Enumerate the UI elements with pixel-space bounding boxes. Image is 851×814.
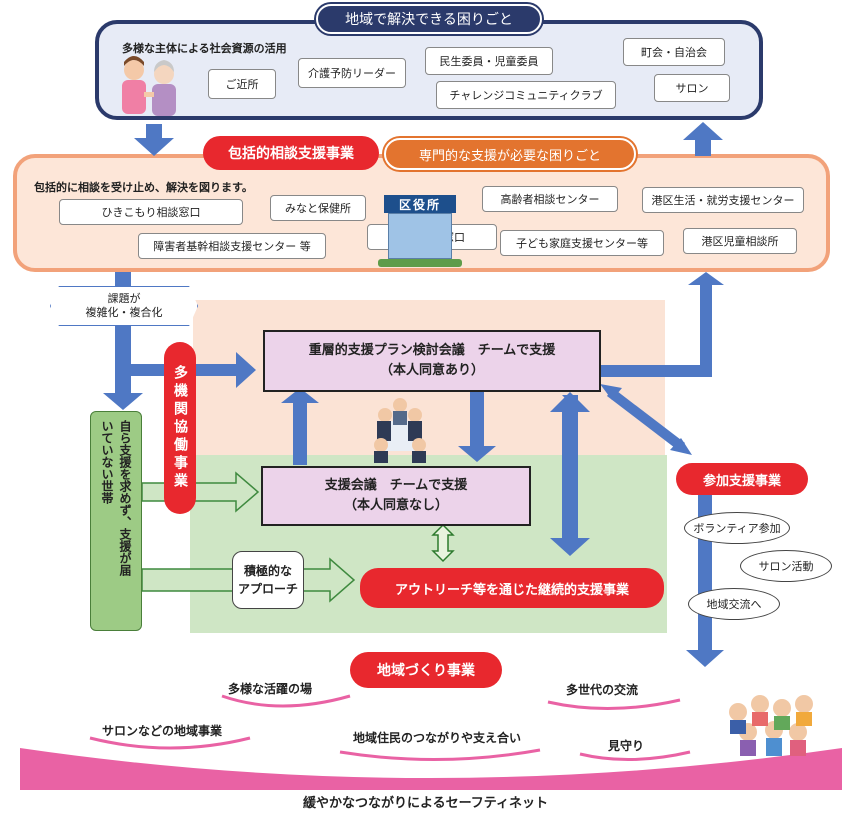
support-meeting: 支援会議 チームで支援 （本人同意なし） [261, 466, 531, 526]
outreach-continuous-support-badge: アウトリーチ等を通じた継続的支援事業 [360, 568, 664, 608]
active-approach-line2: アプローチ [237, 582, 298, 596]
community-development-title: 地域づくり事業 [377, 663, 475, 679]
service-disability-core-center: 障害者基幹相談支援センター 等 [138, 233, 326, 259]
resource-care-prevention-leader: 介護予防リーダー [298, 58, 406, 88]
community-intergenerational-exchange: 多世代の交流 [566, 683, 639, 697]
caregiver-elderly-illustration [122, 56, 176, 116]
middle-panel-subtitle: 包括的に相談を受け止め、解決を図ります。 [34, 181, 253, 194]
active-approach-line1: 積極的な [243, 564, 292, 578]
multi-agency-collaboration-badge: 多機関協働事業 [164, 342, 196, 514]
support-meeting-line1: 支援会議 チームで支援 [324, 478, 468, 493]
comprehensive-consultation-label: 包括的相談支援事業 [228, 146, 354, 162]
community-resident-bonds: 地域住民のつながりや支え合い [353, 731, 522, 745]
participation-salon-activity: サロン活動 [740, 550, 832, 582]
plan-meeting-line1: 重層的支援プラン検討会議 チームで支援 [308, 343, 556, 358]
community-salon-local-projects: サロンなどの地域事業 [102, 724, 223, 738]
service-elderly-consultation-center: 高齢者相談センター [482, 186, 618, 212]
service-child-family-support-center: 子ども家庭支援センター等 [500, 230, 664, 256]
participation-title: 参加支援事業 [702, 473, 781, 489]
unsupported-households-box: 自ら支援を求めず、支援が届 いていない世帯 [90, 411, 142, 631]
crowd-illustration [729, 695, 813, 756]
comprehensive-consultation-badge: 包括的相談支援事業 [203, 136, 379, 170]
community-diverse-roles: 多様な活躍の場 [228, 682, 313, 696]
top-panel-title-text: 地域で解決できる困りごと [345, 12, 513, 28]
resource-neighborhood-association: 町会・自治会 [623, 38, 725, 66]
unsupported-households-col2: いていない世帯 [100, 420, 114, 504]
specialized-support-badge: 専門的な支援が必要な困りごと [384, 138, 636, 170]
community-development-badge: 地域づくり事業 [350, 652, 502, 688]
outreach-label: アウトリーチ等を通じた継続的支援事業 [394, 582, 629, 598]
specialized-support-label: 専門的な支援が必要な困りごと [418, 148, 601, 164]
ward-office-sign: 区役所 [384, 195, 456, 213]
top-panel-subtitle: 多様な主体による社会資源の活用 [122, 42, 287, 55]
complex-issue-hexagon: 課題が 複雑化・複合化 [50, 286, 198, 326]
participation-volunteer: ボランティア参加 [684, 512, 790, 544]
service-hikikomori-desk: ひきこもり相談窓口 [59, 199, 243, 225]
active-approach-box: 積極的な アプローチ [232, 551, 304, 609]
plan-meeting-line2: （本人同意あり） [379, 363, 484, 378]
team-meeting-illustration [374, 398, 426, 463]
service-child-guidance-center: 港区児童相談所 [683, 228, 797, 254]
top-panel-title: 地域で解決できる困りごと [316, 4, 542, 34]
resource-neighbors: ご近所 [208, 69, 276, 99]
safety-net-label: 緩やかなつながりによるセーフティネット [302, 796, 549, 811]
resource-challenge-community-club: チャレンジコミュニティクラブ [436, 81, 616, 109]
community-watching-over: 見守り [608, 739, 645, 753]
complex-issue-line2: 複雑化・複合化 [85, 306, 163, 319]
service-livelihood-employment-center: 港区生活・就労支援センター [642, 187, 804, 213]
complex-issue-line1: 課題が [107, 292, 141, 305]
support-meeting-line2: （本人同意なし） [343, 498, 448, 513]
resource-salon: サロン [654, 74, 730, 102]
service-minato-health-center: みなと保健所 [270, 195, 366, 221]
participation-community-exchange: 地域交流へ [688, 588, 780, 620]
top-panel [95, 20, 763, 120]
tiered-support-plan-meeting: 重層的支援プラン検討会議 チームで支援 （本人同意あり） [263, 330, 601, 392]
participation-support-badge: 参加支援事業 [676, 463, 808, 495]
resource-welfare-commissioners: 民生委員・児童委員 [425, 47, 553, 75]
unsupported-households-col1: 自ら支援を求めず、支援が届 [118, 420, 132, 576]
ward-office-building-icon: 区役所 [378, 195, 462, 269]
